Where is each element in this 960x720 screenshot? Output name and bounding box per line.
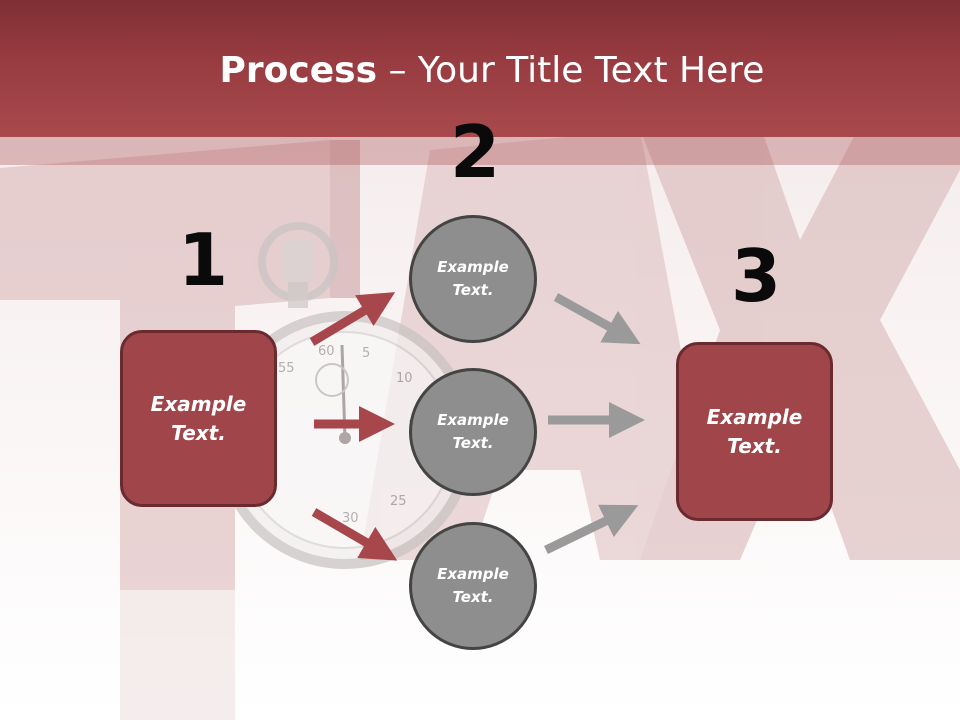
- slide-title[interactable]: Process – Your Title Text Here: [0, 50, 960, 91]
- stopwatch-label-30: 30: [342, 511, 359, 526]
- stopwatch-label-55: 55: [278, 361, 295, 376]
- circle-1-line2: Text.: [452, 281, 494, 299]
- header-band: [0, 0, 960, 137]
- circle-2-line2: Text.: [452, 434, 494, 452]
- step-number-1: 1: [178, 218, 229, 302]
- circle-2-line1: Example: [437, 411, 509, 429]
- arrow-circle-3-to-right: [544, 504, 639, 555]
- stopwatch-label-25: 25: [390, 494, 407, 509]
- title-rest: – Your Title Text Here: [377, 50, 765, 91]
- title-bold: Process: [219, 50, 378, 91]
- header-shadow: [0, 137, 960, 165]
- step-number-2: 2: [450, 110, 501, 194]
- right-box-line2: Text.: [727, 433, 782, 458]
- circle-1-line1: Example: [437, 258, 509, 276]
- circle-3-line1: Example: [437, 565, 509, 583]
- right-box-line1: Example: [706, 404, 803, 429]
- step-number-3: 3: [731, 234, 782, 318]
- left-box-line2: Text.: [171, 420, 226, 445]
- left-box-line1: Example: [150, 391, 247, 416]
- stopwatch-label-5: 5: [362, 346, 370, 361]
- circle-3-line2: Text.: [452, 588, 494, 606]
- arrow-left-to-circle-3: [311, 508, 398, 561]
- stopwatch-label-10: 10: [396, 371, 413, 386]
- arrow-left-to-circle-1: [309, 292, 396, 346]
- stopwatch-label-60: 60: [318, 344, 335, 359]
- arrow-circle-1-to-right: [553, 293, 641, 345]
